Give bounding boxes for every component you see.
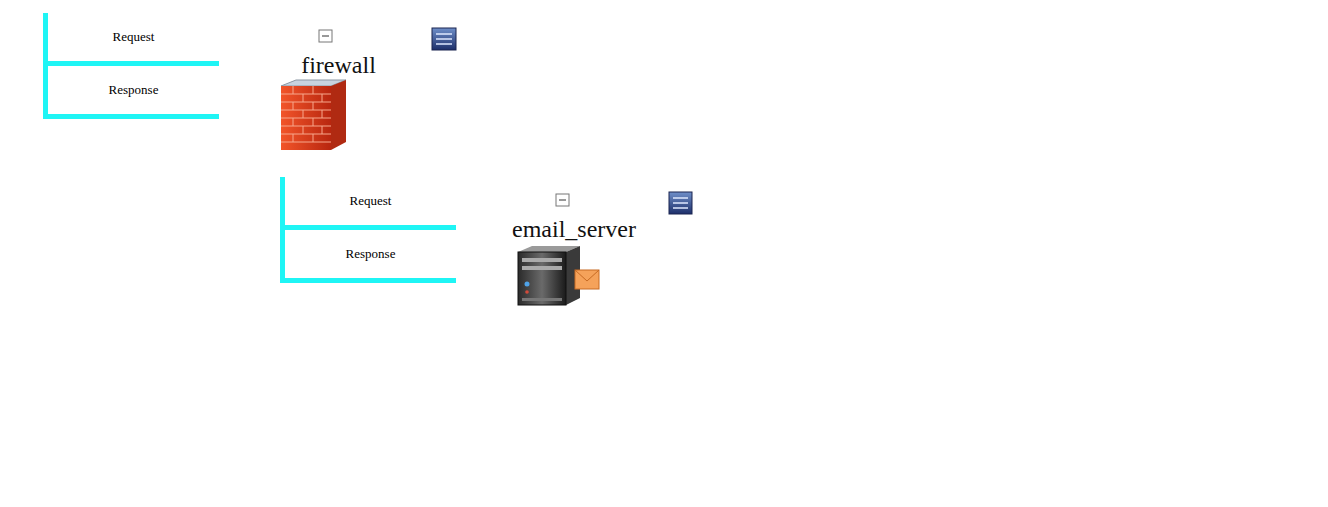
response-band: Response — [280, 230, 456, 283]
firewall-icon — [281, 80, 346, 150]
request-band: Request — [43, 13, 219, 66]
response-band: Response — [43, 66, 219, 119]
menu-button — [432, 28, 456, 50]
collapse-button — [556, 194, 569, 206]
node-text: Response — [109, 82, 159, 98]
node-text: Request — [350, 193, 392, 209]
device-label: email_server — [508, 215, 640, 243]
node-text: firewall — [301, 52, 376, 78]
email-server-icon — [518, 246, 599, 305]
node-text: Request — [113, 29, 155, 45]
node-text: email_server — [512, 216, 636, 242]
request-band: Request — [280, 177, 456, 230]
menu-button — [669, 192, 692, 214]
node-text: Response — [346, 246, 396, 262]
device-label: firewall — [297, 51, 380, 79]
collapse-button — [319, 30, 332, 42]
